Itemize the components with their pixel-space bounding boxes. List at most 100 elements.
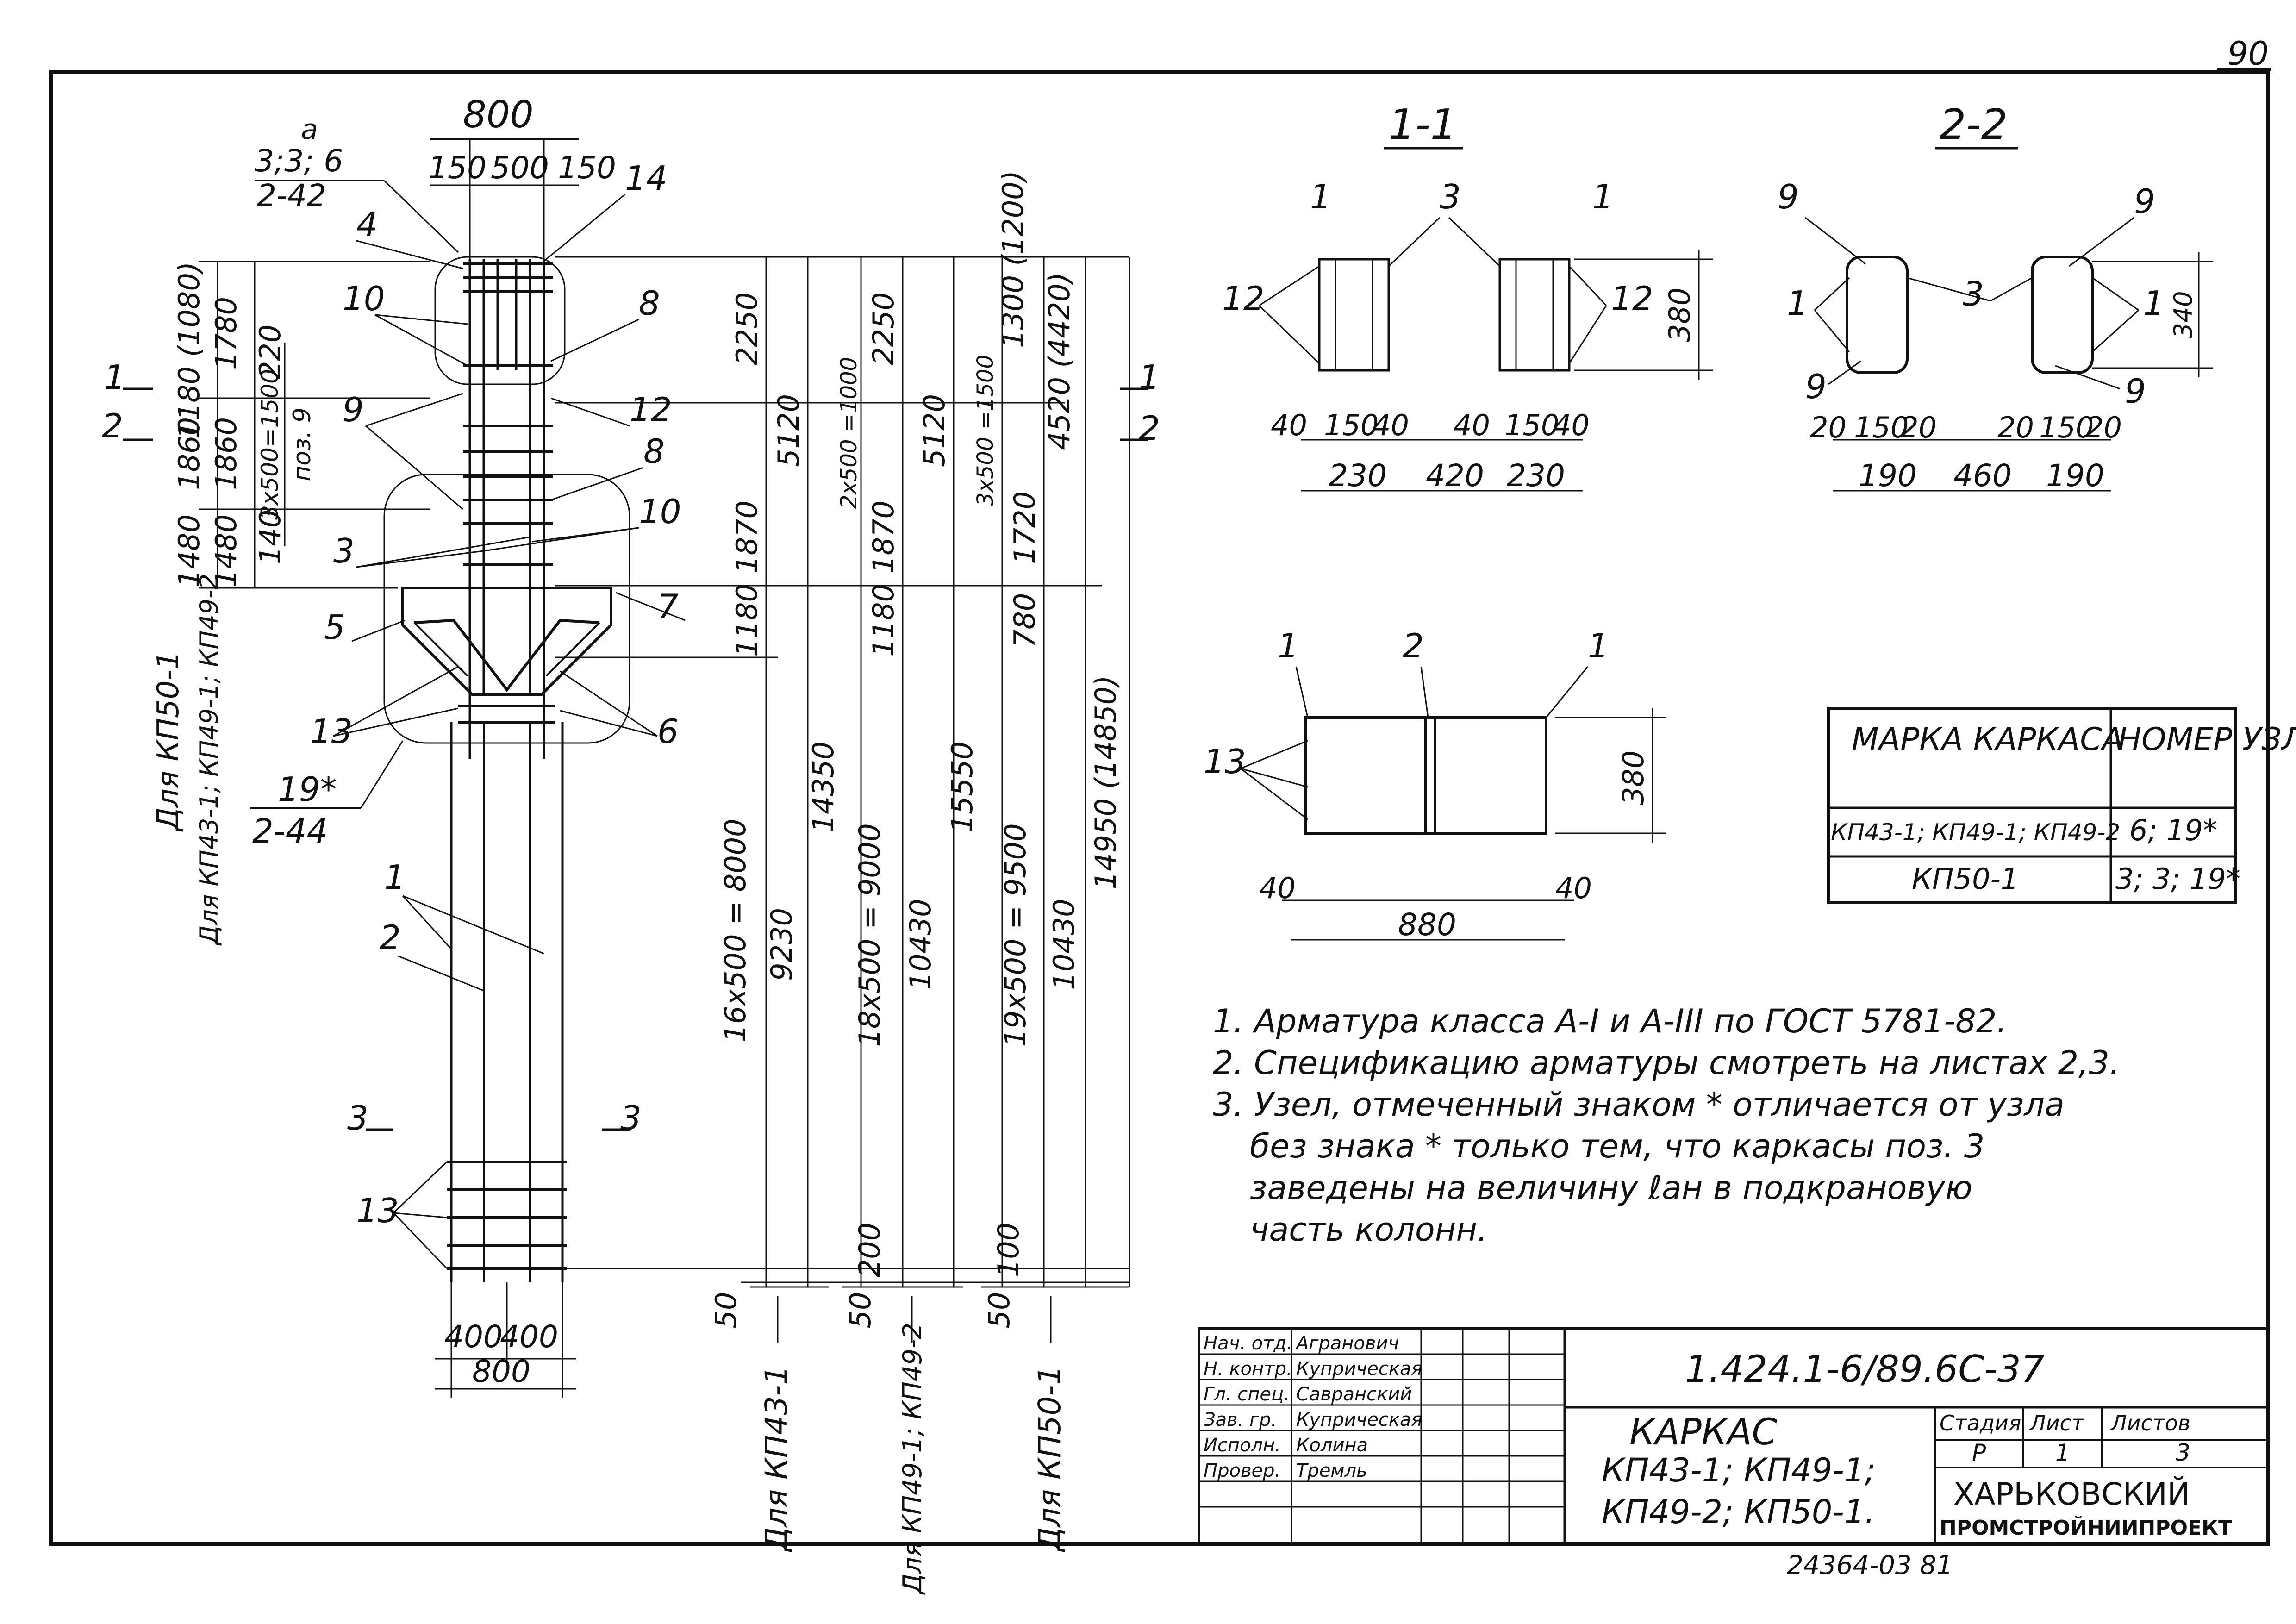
svg-text:460: 460 [1953, 458, 2012, 493]
svg-text:340: 340 [2169, 291, 2198, 338]
svg-text:9230: 9230 [765, 908, 799, 981]
svg-text:9: 9 [2125, 372, 2146, 411]
svg-text:230: 230 [1329, 458, 1387, 493]
svg-text:12: 12 [630, 390, 672, 429]
svg-text:Зав. гр.: Зав. гр. [1204, 1409, 1277, 1430]
svg-text:1480: 1480 [172, 514, 206, 587]
svg-text:часть колонн.: часть колонн. [1250, 1211, 1487, 1249]
svg-text:МАРКА КАРКАСА: МАРКА КАРКАСА [1852, 721, 2123, 758]
svg-text:13: 13 [356, 1191, 399, 1230]
svg-text:8: 8 [643, 432, 665, 471]
svg-text:19x500 = 9500: 19x500 = 9500 [998, 823, 1032, 1047]
svg-text:190: 190 [2046, 458, 2104, 493]
svg-text:4: 4 [356, 205, 378, 244]
svg-text:10430: 10430 [1047, 899, 1081, 990]
svg-text:5: 5 [324, 608, 345, 647]
svg-text:1870: 1870 [867, 500, 900, 574]
svg-text:Лист: Лист [2029, 1411, 2084, 1436]
svg-text:2: 2 [1139, 409, 1160, 448]
svg-text:380: 380 [1663, 287, 1697, 342]
svg-text:12: 12 [1611, 279, 1653, 318]
svg-text:150: 150 [1504, 408, 1559, 442]
svg-text:50: 50 [709, 1292, 743, 1329]
svg-text:a: a [301, 113, 318, 146]
svg-text:без знака * только тем, что ка: без знака * только тем, что каркасы поз.… [1250, 1127, 1984, 1165]
svg-text:1: 1 [1310, 177, 1331, 216]
svg-text:1: 1 [384, 858, 406, 897]
svg-text:Куприческая: Куприческая [1296, 1409, 1423, 1430]
svg-text:18x500 = 9000: 18x500 = 9000 [853, 823, 886, 1047]
svg-text:1: 1 [1588, 626, 1609, 665]
svg-text:Для КП50-1: Для КП50-1 [1032, 1366, 1067, 1553]
svg-text:50: 50 [843, 1292, 877, 1329]
svg-text:40: 40 [1259, 871, 1296, 905]
svg-text:Нач. отд.: Нач. отд. [1204, 1333, 1292, 1354]
svg-text:1.424.1-6/89.6С-37: 1.424.1-6/89.6С-37 [1685, 1348, 2045, 1391]
svg-text:1720: 1720 [1008, 491, 1042, 564]
svg-text:14950 (14850): 14950 (14850) [1089, 675, 1123, 890]
svg-text:1-1: 1-1 [1389, 100, 1457, 149]
svg-text:150: 150 [1324, 408, 1379, 442]
svg-text:3: 3 [2176, 1439, 2190, 1466]
svg-text:9: 9 [1805, 367, 1827, 406]
svg-text:Н. контр.: Н. контр. [1204, 1358, 1292, 1380]
svg-text:1180 (1080): 1180 (1080) [172, 262, 206, 439]
svg-text:поз. 9: поз. 9 [288, 407, 316, 481]
svg-text:3; 3; 19*: 3; 3; 19* [2115, 862, 2240, 896]
svg-text:Агранович: Агранович [1295, 1333, 1399, 1354]
sheet-frame [49, 70, 2270, 1546]
svg-text:1: 1 [2055, 1439, 2070, 1466]
svg-text:140: 140 [253, 510, 287, 564]
svg-text:2: 2 [102, 406, 123, 445]
svg-text:13: 13 [310, 712, 353, 751]
svg-text:Исполн.: Исполн. [1204, 1435, 1281, 1456]
svg-text:Савранский: Савранский [1296, 1384, 1412, 1405]
svg-text:Для КП43-1: Для КП43-1 [759, 1366, 794, 1553]
svg-text:2-2: 2-2 [1940, 100, 2008, 149]
svg-text:7: 7 [657, 587, 679, 626]
svg-text:190: 190 [1859, 458, 1917, 493]
dimension-columns: 2250 5120 1870 1180 16x500 = 8000 9230 1… [555, 170, 1130, 1595]
svg-text:3: 3 [333, 531, 355, 570]
svg-text:40: 40 [1454, 408, 1490, 442]
svg-text:12: 12 [1222, 279, 1265, 318]
svg-text:6: 6 [657, 712, 679, 751]
svg-text:НОМЕР УЗЛА: НОМЕР УЗЛА [2118, 721, 2296, 758]
svg-text:8: 8 [639, 284, 660, 323]
svg-text:2x500 =1000: 2x500 =1000 [836, 357, 862, 509]
svg-text:14: 14 [625, 159, 668, 198]
svg-text:ПРОМСТРОЙНИИПРОЕКТ: ПРОМСТРОЙНИИПРОЕКТ [1940, 1515, 2232, 1540]
section-1-1: 1-1 1 3 1 12 12 380 40 150 40 40 150 40 … [1222, 100, 1713, 493]
node-table: МАРКА КАРКАСА НОМЕР УЗЛА КП43-1; КП49-1;… [1827, 707, 2296, 904]
svg-text:3: 3 [347, 1099, 368, 1137]
svg-text:10430: 10430 [904, 899, 937, 990]
svg-text:20: 20 [1997, 411, 2034, 444]
svg-text:150: 150 [558, 150, 616, 186]
svg-text:100: 100 [992, 1223, 1025, 1277]
svg-text:ХАРЬКОВСКИЙ: ХАРЬКОВСКИЙ [1953, 1476, 2190, 1512]
svg-text:1: 1 [1787, 284, 1808, 323]
svg-text:16x500 = 8000: 16x500 = 8000 [718, 818, 752, 1042]
svg-text:400: 400 [444, 1319, 503, 1355]
svg-text:5120: 5120 [917, 394, 951, 467]
svg-text:40: 40 [1373, 408, 1409, 442]
svg-text:40: 40 [1555, 871, 1592, 905]
svg-text:13: 13 [1204, 742, 1246, 781]
svg-text:1180: 1180 [867, 584, 900, 657]
svg-text:Колина: Колина [1296, 1435, 1368, 1456]
svg-text:КАРКАС: КАРКАС [1629, 1412, 1778, 1453]
title-block: Нач. отд. Н. контр. Гл. спец. Зав. гр. И… [1198, 1327, 2270, 1545]
svg-text:Для КП43-1; КП49-1; КП49-2: Для КП43-1; КП49-1; КП49-2 [194, 574, 224, 946]
svg-text:1: 1 [1139, 358, 1160, 397]
svg-text:230: 230 [1507, 458, 1565, 493]
svg-text:КП43-1; КП49-1;: КП43-1; КП49-1; [1602, 1451, 1876, 1489]
svg-text:Гл. спец.: Гл. спец. [1204, 1384, 1290, 1405]
svg-text:Тремль: Тремль [1296, 1460, 1367, 1481]
svg-text:КП43-1; КП49-1; КП49-2: КП43-1; КП49-1; КП49-2 [1831, 819, 2120, 846]
svg-text:1300 (1200): 1300 (1200) [996, 170, 1030, 348]
svg-text:1. Арматура класса А-I и А-III: 1. Арматура класса А-I и А-III по ГОСТ 5… [1213, 1002, 2007, 1040]
svg-text:3x500 =1500: 3x500 =1500 [973, 355, 998, 506]
svg-text:14350: 14350 [806, 741, 840, 832]
svg-text:10: 10 [639, 492, 681, 531]
section-3-3: 1 2 1 13 380 40 40 880 [1204, 626, 1666, 943]
